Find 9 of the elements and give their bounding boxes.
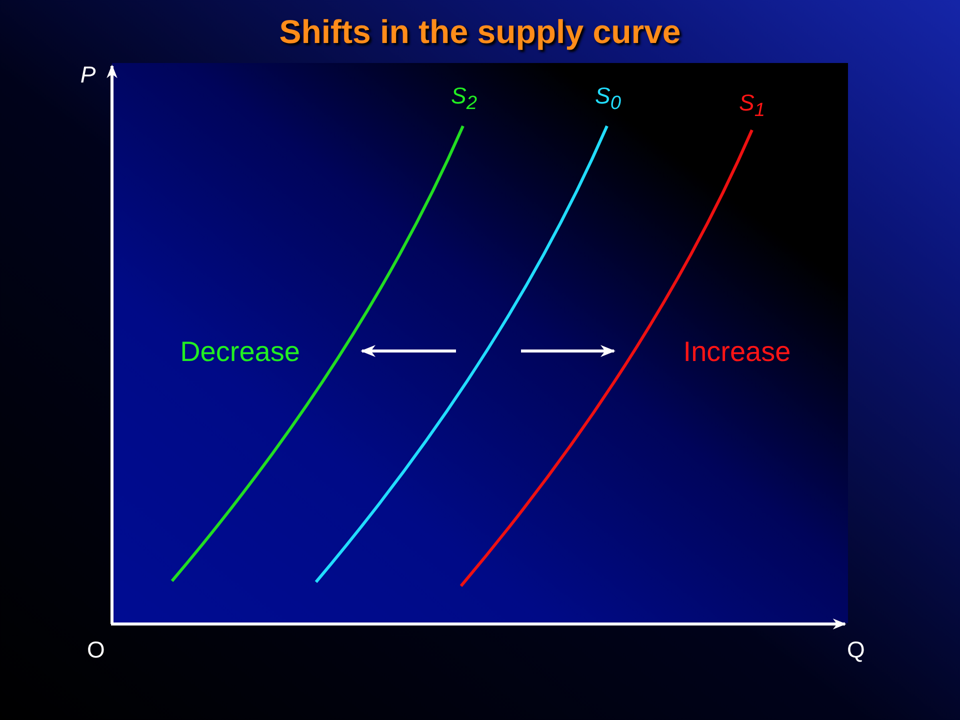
shift-label: Decrease — [180, 338, 300, 366]
slide-title: Shifts in the supply curve — [279, 14, 681, 50]
curve-label: S$_{1}$ — [739, 92, 765, 120]
curve-label: S$_{2}$ — [451, 84, 477, 114]
axis-label: O — [87, 638, 105, 662]
curve-label: S$_{0}$ — [595, 84, 621, 114]
axis-label: P — [80, 64, 96, 86]
shift-label: Increase — [683, 338, 791, 366]
axis-label: Q — [847, 638, 865, 662]
